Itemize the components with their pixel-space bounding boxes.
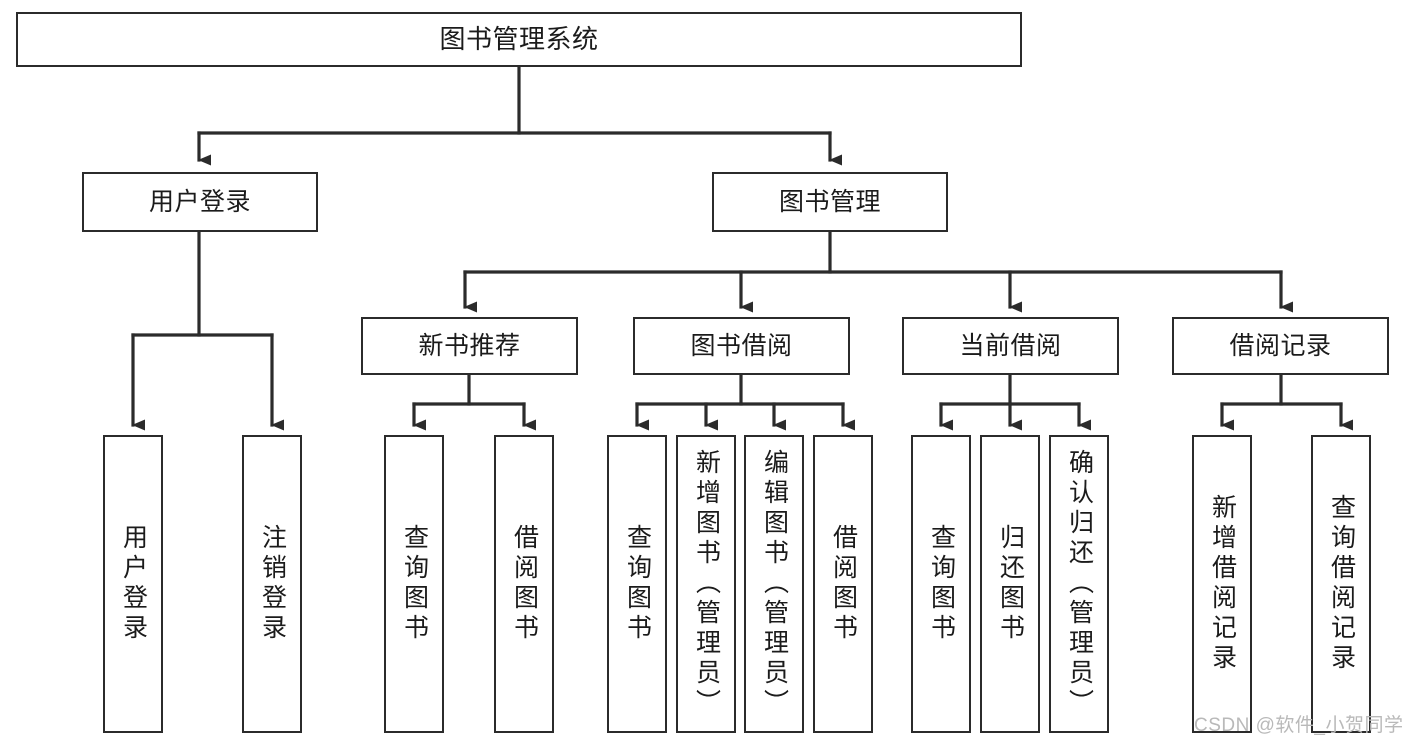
node-label: 注销登录: [258, 524, 287, 644]
node-label: 查询图书: [927, 524, 956, 644]
node-label: 归还图书: [996, 524, 1025, 644]
node-borrow-records[interactable]: 借阅记录: [1172, 317, 1389, 375]
node-label: 借阅图书: [829, 524, 858, 644]
node-leaf-borrow-book-recommend[interactable]: 借阅图书: [494, 435, 554, 733]
node-label: 借阅图书: [510, 524, 539, 644]
node-leaf-query-book-recommend[interactable]: 查询图书: [384, 435, 444, 733]
node-label: 图书借阅: [690, 332, 793, 360]
node-leaf-add-book-admin[interactable]: 新增图书（管理员）: [676, 435, 736, 733]
node-label: 新增借阅记录: [1208, 494, 1237, 674]
node-label: 查询借阅记录: [1327, 494, 1356, 674]
csdn-watermark: CSDN @软件_小贺同学: [1194, 715, 1404, 736]
node-leaf-query-book-borrow[interactable]: 查询图书: [607, 435, 667, 733]
node-leaf-confirm-return-admin[interactable]: 确认归还（管理员）: [1049, 435, 1109, 733]
node-label: 查询图书: [400, 524, 429, 644]
node-new-book-recommend[interactable]: 新书推荐: [361, 317, 578, 375]
node-leaf-user-login[interactable]: 用户登录: [103, 435, 163, 733]
node-label: 图书管理系统: [439, 23, 599, 54]
node-leaf-add-borrow-record[interactable]: 新增借阅记录: [1192, 435, 1252, 733]
node-user-login[interactable]: 用户登录: [82, 172, 318, 232]
node-leaf-logout[interactable]: 注销登录: [242, 435, 302, 733]
node-label: 当前借阅: [959, 332, 1062, 360]
node-label: 用户登录: [119, 524, 148, 644]
node-root-system[interactable]: 图书管理系统: [16, 12, 1022, 67]
node-label: 查询图书: [623, 524, 652, 644]
node-leaf-query-borrow-record[interactable]: 查询借阅记录: [1311, 435, 1371, 733]
node-label: 确认归还（管理员）: [1065, 449, 1094, 719]
node-leaf-edit-book-admin[interactable]: 编辑图书（管理员）: [744, 435, 804, 733]
node-leaf-borrow-book[interactable]: 借阅图书: [813, 435, 873, 733]
node-label: 新书推荐: [418, 332, 521, 360]
node-book-management[interactable]: 图书管理: [712, 172, 948, 232]
node-label: 编辑图书（管理员）: [760, 449, 789, 719]
node-label: 新增图书（管理员）: [692, 449, 721, 719]
node-current-borrow[interactable]: 当前借阅: [902, 317, 1119, 375]
node-label: 图书管理: [778, 188, 881, 216]
node-label: 借阅记录: [1229, 332, 1332, 360]
node-book-borrow[interactable]: 图书借阅: [633, 317, 850, 375]
node-leaf-query-book-current[interactable]: 查询图书: [911, 435, 971, 733]
node-label: 用户登录: [148, 188, 251, 216]
node-leaf-return-book[interactable]: 归还图书: [980, 435, 1040, 733]
